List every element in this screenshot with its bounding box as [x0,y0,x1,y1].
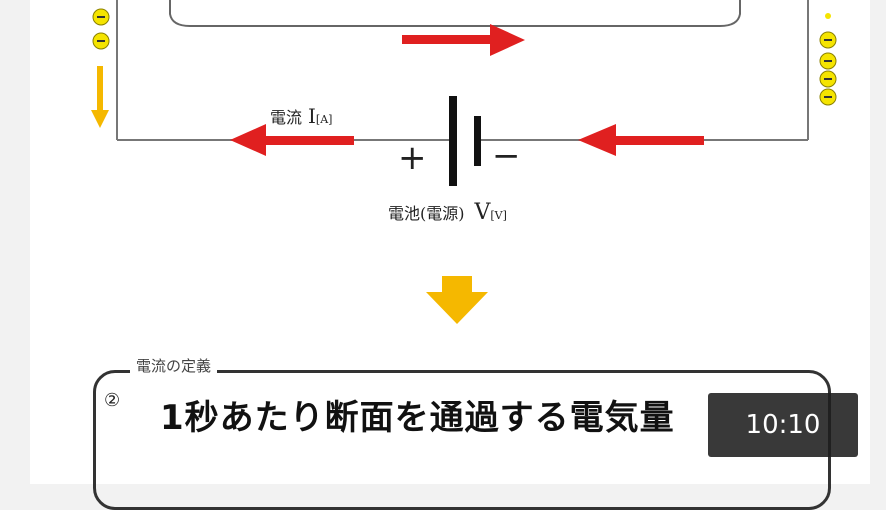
plus-terminal: + [398,138,427,178]
current-arrow-right [578,124,704,156]
current-label: 電流 I[A] [270,104,332,128]
electron-icon [819,31,837,106]
video-timestamp-badge[interactable]: 10:10 [708,393,858,457]
battery-long-plate [449,96,457,186]
voltage-unit: [V] [490,209,507,222]
battery-label-text: 電池(電源) [388,204,465,223]
battery-short-plate [474,116,481,166]
flow-down-arrow [426,276,488,324]
current-arrow-top [402,24,525,56]
battery-label: 電池(電源) V[V] [388,200,507,225]
minus-terminal: − [492,136,521,176]
definition-text: 1秒あたり断面を通過する電気量 [160,398,675,438]
current-label-text: 電流 [270,108,303,127]
top-element-box [169,0,741,27]
electron-icon [92,8,110,50]
current-unit: [A] [315,113,333,126]
current-symbol: I [308,104,316,128]
circuit-diagram [91,0,837,324]
voltage-symbol: V [474,200,491,225]
electron-flow-arrow [91,66,109,128]
definition-number: ② [104,390,121,411]
definition-legend: 電流の定義 [130,355,218,376]
current-arrow-left [230,124,354,156]
